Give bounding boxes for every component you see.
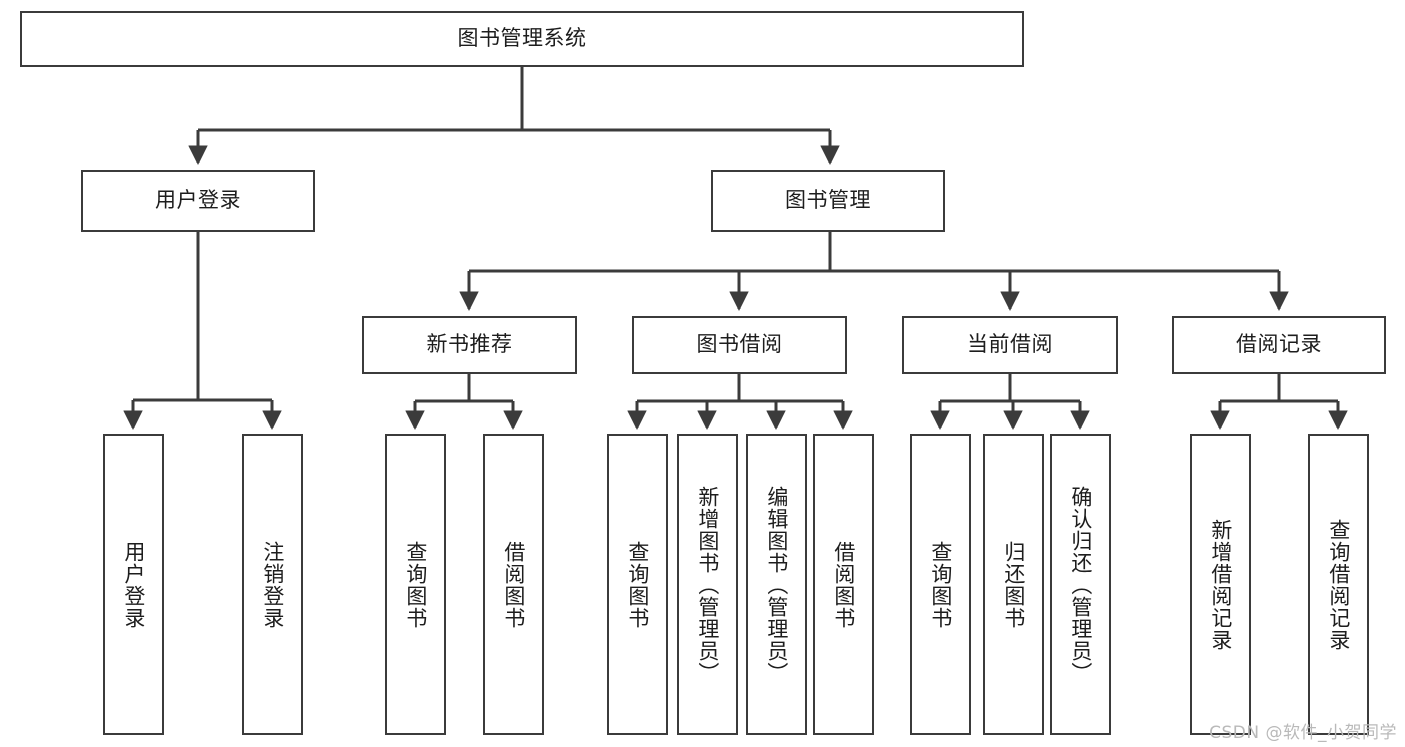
node-root[interactable]: 图书管理系统 <box>20 11 1024 67</box>
watermark-text: CSDN @软件_小贺同学 <box>1209 723 1397 743</box>
node-leaf-borrow-book-rec-label: 借阅图书 <box>501 540 526 629</box>
node-leaf-borrow-book-rec[interactable]: 借阅图书 <box>483 434 544 735</box>
node-leaf-add-book-label: 新增图书（管理员） <box>695 485 720 684</box>
node-leaf-query-book-rec-label: 查询图书 <box>403 540 428 629</box>
node-leaf-add-record-label: 新增借阅记录 <box>1208 518 1233 651</box>
node-leaf-query-book-cur[interactable]: 查询图书 <box>910 434 971 735</box>
node-leaf-edit-book-label: 编辑图书（管理员） <box>764 485 789 684</box>
node-leaf-confirm-return-label: 确认归还（管理员） <box>1068 485 1093 684</box>
node-leaf-add-record[interactable]: 新增借阅记录 <box>1190 434 1251 735</box>
node-leaf-query-record-label: 查询借阅记录 <box>1326 518 1351 651</box>
node-book-borrow[interactable]: 图书借阅 <box>632 316 847 374</box>
node-user-login-label: 用户登录 <box>155 188 241 213</box>
node-user-login[interactable]: 用户登录 <box>81 170 315 232</box>
node-leaf-borrow-book-bor-label: 借阅图书 <box>831 540 856 629</box>
node-new-book-recommend-label: 新书推荐 <box>426 332 513 357</box>
node-book-management[interactable]: 图书管理 <box>711 170 945 232</box>
node-borrow-record[interactable]: 借阅记录 <box>1172 316 1386 374</box>
node-book-borrow-label: 图书借阅 <box>696 332 783 357</box>
node-current-borrow-label: 当前借阅 <box>967 332 1053 357</box>
node-borrow-record-label: 借阅记录 <box>1236 332 1322 357</box>
node-leaf-query-book-bor[interactable]: 查询图书 <box>607 434 668 735</box>
node-book-management-label: 图书管理 <box>785 188 871 213</box>
node-leaf-return-book-label: 归还图书 <box>1001 540 1026 629</box>
node-leaf-add-book[interactable]: 新增图书（管理员） <box>677 434 738 735</box>
node-leaf-query-record[interactable]: 查询借阅记录 <box>1308 434 1369 735</box>
node-leaf-query-book-cur-label: 查询图书 <box>928 540 953 629</box>
node-leaf-confirm-return[interactable]: 确认归还（管理员） <box>1050 434 1111 735</box>
node-leaf-user-login[interactable]: 用户登录 <box>103 434 164 735</box>
node-leaf-logout[interactable]: 注销登录 <box>242 434 303 735</box>
node-leaf-query-book-bor-label: 查询图书 <box>625 540 650 629</box>
node-current-borrow[interactable]: 当前借阅 <box>902 316 1118 374</box>
node-leaf-user-login-label: 用户登录 <box>121 540 146 629</box>
node-root-label: 图书管理系统 <box>457 26 587 51</box>
node-leaf-return-book[interactable]: 归还图书 <box>983 434 1044 735</box>
node-leaf-edit-book[interactable]: 编辑图书（管理员） <box>746 434 807 735</box>
node-new-book-recommend[interactable]: 新书推荐 <box>362 316 577 374</box>
node-leaf-query-book-rec[interactable]: 查询图书 <box>385 434 446 735</box>
node-leaf-borrow-book-bor[interactable]: 借阅图书 <box>813 434 874 735</box>
node-leaf-logout-label: 注销登录 <box>260 540 285 629</box>
